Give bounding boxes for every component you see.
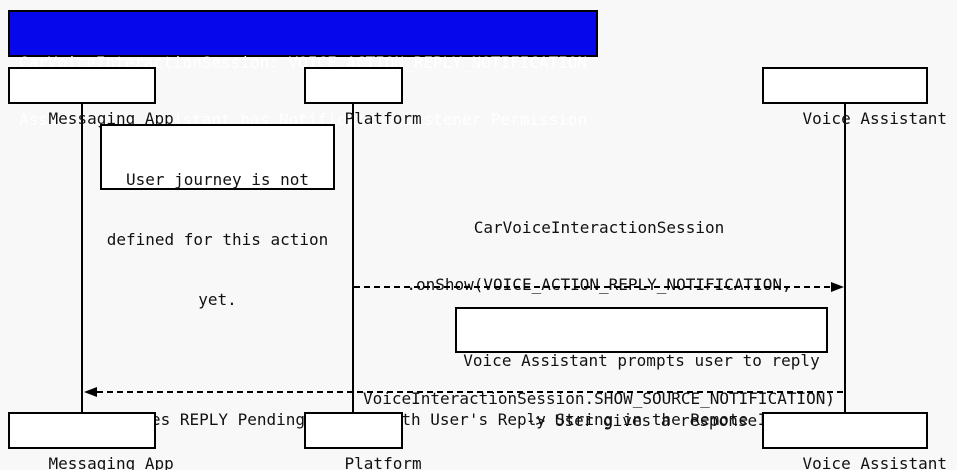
participant-label: Messaging App xyxy=(48,454,174,470)
participant-box-voice-assistant-top: Voice Assistant xyxy=(762,67,947,128)
note-line: Voice Assistant prompts user to reply xyxy=(463,351,820,370)
note-voice-assistant-prompts: Voice Assistant prompts user to reply ->… xyxy=(455,307,828,430)
message-line: .onShow(VOICE_ACTION_REPLY_NOTIFICATION, xyxy=(406,275,792,294)
message-onshow-arrow-line xyxy=(354,286,832,288)
note-user-journey: User journey is not defined for this act… xyxy=(100,124,335,309)
note-line: defined for this action xyxy=(106,230,329,249)
note-line: yet. xyxy=(198,290,237,309)
message-reply-intent-arrow-line xyxy=(97,391,844,393)
participant-box-voice-assistant-bottom: Voice Assistant xyxy=(762,412,947,470)
message-line: VoiceInteractionSession.SHOW_SOURCE_NOTI… xyxy=(362,389,835,408)
participant-label: Voice Assistant xyxy=(802,454,948,470)
lifeline-messaging-app xyxy=(81,103,83,413)
participant-box-platform-bottom: Platform xyxy=(304,412,422,470)
participant-label: Platform xyxy=(344,454,422,470)
participant-box-messaging-app-bottom: Messaging App xyxy=(8,412,174,470)
participant-label: Platform xyxy=(344,109,422,128)
participant-label: Messaging App xyxy=(48,109,174,128)
arrowhead-left-icon xyxy=(84,387,97,397)
note-line: User journey is not xyxy=(125,170,310,189)
participant-box-platform-top: Platform xyxy=(304,67,422,128)
lifeline-platform xyxy=(352,103,354,413)
participant-box-messaging-app-top: Messaging App xyxy=(8,67,174,128)
arrowhead-right-icon xyxy=(831,282,844,292)
note-line: -> User gives a response xyxy=(525,411,758,430)
participant-label: Voice Assistant xyxy=(802,109,948,128)
message-reply-intent-label: Fires REPLY Pending Intent with User's R… xyxy=(83,372,845,467)
message-line: CarVoiceInteractionSession xyxy=(473,218,725,237)
diagram-title-box: CarVoiceInteractionSession: VOICE_ACTION… xyxy=(8,10,598,129)
message-line: Fires REPLY Pending Intent with User's R… xyxy=(122,410,806,429)
lifeline-voice-assistant xyxy=(844,103,846,413)
